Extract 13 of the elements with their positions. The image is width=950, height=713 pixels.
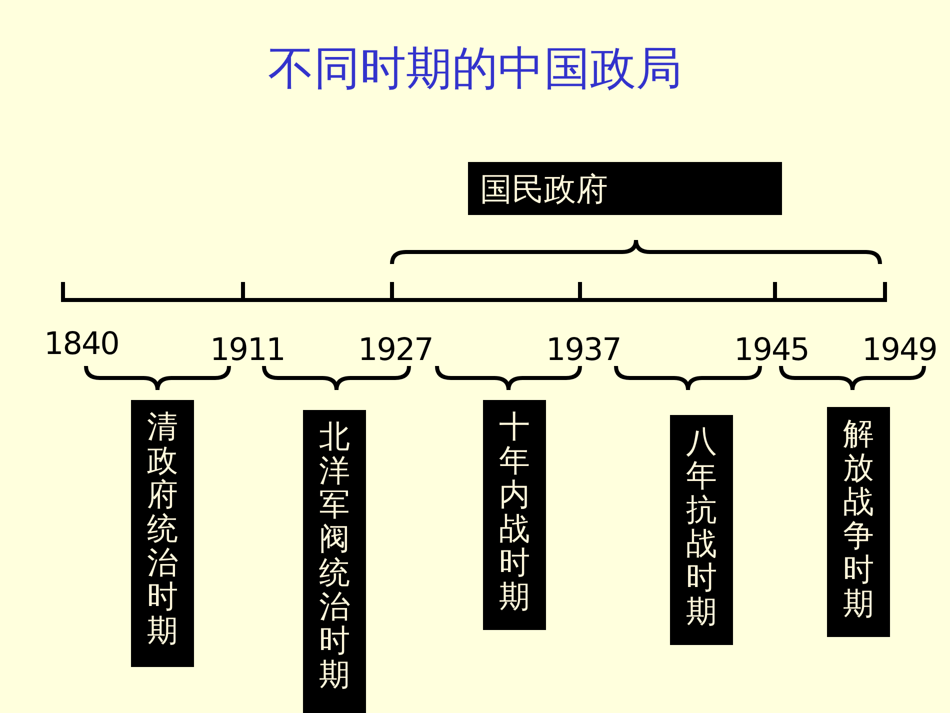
title: 不同时期的中国政局	[267, 40, 683, 97]
era-label-box: 十年内战时期	[483, 400, 546, 630]
era-label-box: 八年抗战时期	[670, 415, 733, 645]
year-label: 1911	[210, 332, 285, 368]
year-label: 1945	[734, 332, 809, 368]
year-label: 1927	[358, 332, 433, 368]
era-label-box: 清政府统治时期	[131, 400, 194, 667]
year-label: 1937	[546, 332, 621, 368]
year-label: 1949	[862, 332, 937, 368]
year-label: 1840	[44, 326, 119, 362]
era-label-box: 解放战争时期	[827, 407, 890, 637]
era-label-box: 北洋军阀统治时期	[303, 410, 366, 713]
period-label-box: 国民政府	[468, 162, 782, 215]
